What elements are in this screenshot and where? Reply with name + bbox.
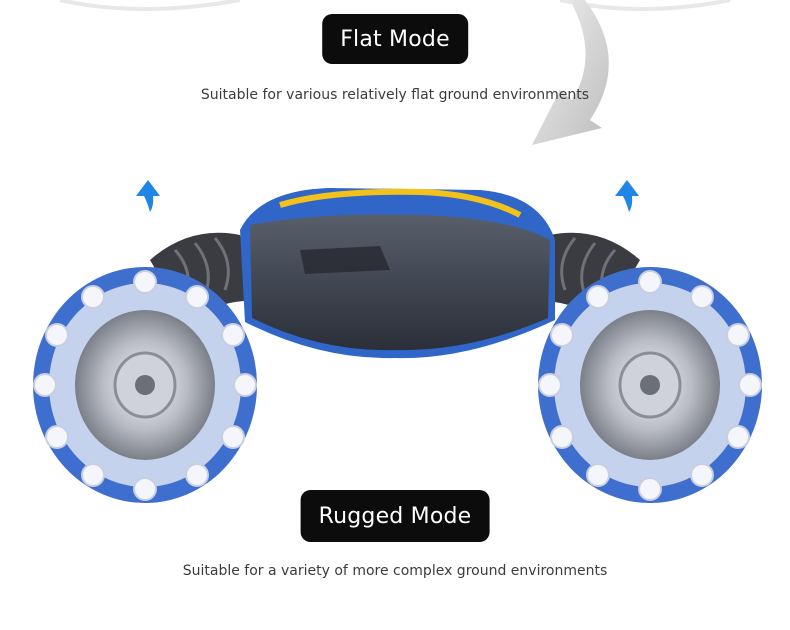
stunt-car-image (33, 188, 762, 503)
top-arc-left (59, 0, 241, 11)
up-arrow-icon (615, 180, 639, 212)
rugged-mode-description: Suitable for a variety of more complex g… (182, 563, 608, 579)
curved-arrow-icon (532, 0, 609, 145)
flat-mode-title: Flat Mode (322, 14, 468, 64)
up-arrow-icon (136, 180, 160, 212)
rugged-mode-title: Rugged Mode (300, 490, 490, 542)
flat-mode-description: Suitable for various relatively flat gro… (200, 87, 590, 103)
